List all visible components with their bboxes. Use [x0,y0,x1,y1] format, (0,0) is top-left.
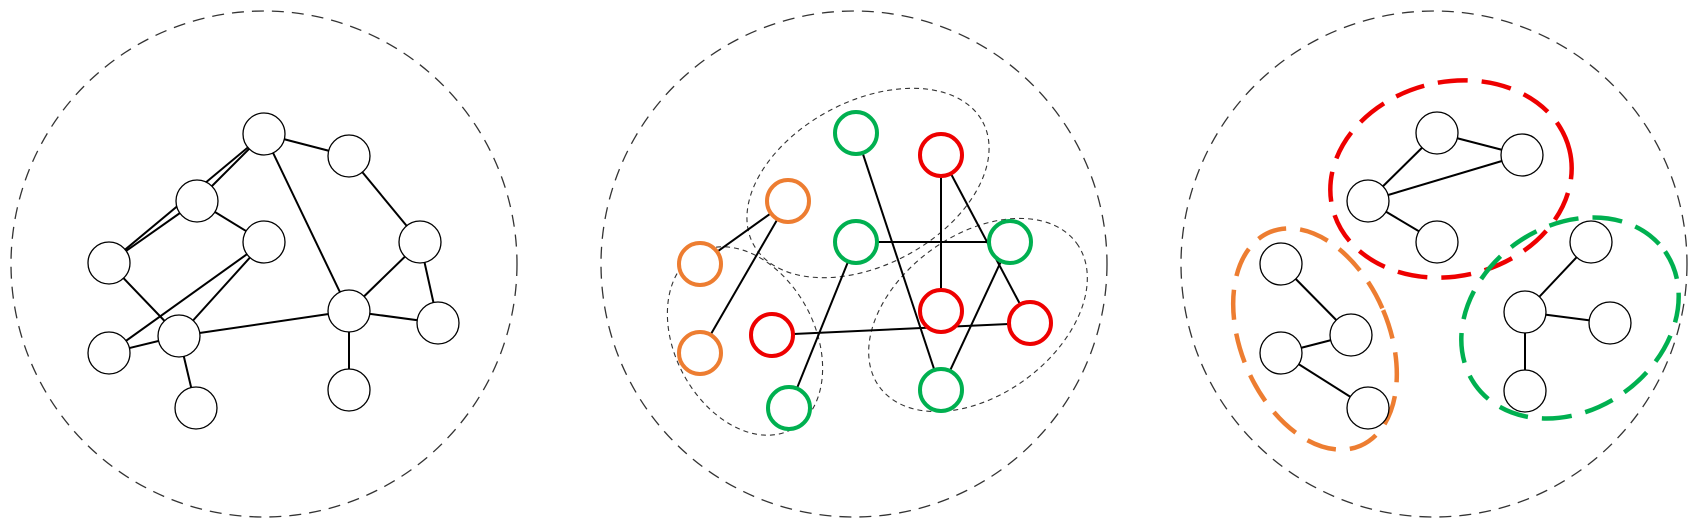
panel-middle [600,10,1108,518]
edges-middle [699,132,1031,409]
graph-node-a3 [175,179,219,223]
graph-node-c1 [1415,111,1459,155]
cluster-outline-bg1 [746,87,990,279]
graph-node-a5 [242,220,286,264]
graph-node-c6 [1329,313,1373,357]
graph-node-a6 [87,331,131,375]
graph-node-a1 [242,112,286,156]
graph-node-b4 [677,241,723,287]
graph-node-b7 [918,288,964,334]
graph-node-c10 [1569,220,1613,264]
cluster-outline-bg2 [666,246,824,436]
cluster-outline-cg-orange [1230,226,1400,452]
edges-left [108,133,439,409]
graph-node-c8 [1346,386,1390,430]
graph-node-a2 [327,134,371,178]
graph-node-a8 [174,386,218,430]
graph-node-b3 [765,178,811,224]
nodes-middle [677,110,1053,431]
graph-node-b6 [987,219,1033,265]
edge-b5-b11 [788,241,857,409]
edge-b8-b10 [771,322,1031,336]
graph-node-c4 [1415,220,1459,264]
outer-boundary-left [10,10,518,518]
graph-node-b12 [918,367,964,413]
graph-node-b8 [749,312,795,358]
graph-node-a4 [87,241,131,285]
graph-node-c7 [1259,331,1303,375]
graph-node-b11 [766,385,812,431]
edge-a5-a6 [108,241,265,354]
panel-left [10,10,518,518]
graph-node-b1 [833,110,879,156]
graph-node-c12 [1503,369,1547,413]
cluster-outline-cg-green [1459,215,1681,421]
cluster-outline-cg-red [1328,78,1574,280]
panel-right [1180,10,1688,518]
outer-boundary-middle [600,10,1108,518]
graph-node-b10 [1007,300,1053,346]
graph-node-a12 [327,368,371,412]
graph-node-c5 [1259,242,1303,286]
edge-b6-b12 [940,241,1011,391]
graph-node-a11 [416,301,460,345]
edge-a1-a9 [263,133,350,312]
graph-node-b9 [677,330,723,376]
edge-a7-a9 [178,310,350,337]
graph-node-a9 [327,289,371,333]
edge-b1-b12 [855,132,942,391]
edge-b3-b9 [699,200,789,354]
graph-node-a10 [398,220,442,264]
graph-node-b5 [833,219,879,265]
graph-node-c11 [1588,301,1632,345]
graph-node-b2 [918,132,964,178]
nodes-left [87,112,460,430]
cluster-outline-bg3 [868,217,1088,413]
outer-boundary-right [1180,10,1688,518]
graph-node-a7 [157,314,201,358]
graph-node-c9 [1503,290,1547,334]
edge-c3-c2 [1367,154,1523,202]
graph-node-c3 [1346,179,1390,223]
edge-b2-b10 [940,154,1031,324]
graph-node-c2 [1500,133,1544,177]
nodes-right [1259,111,1632,430]
